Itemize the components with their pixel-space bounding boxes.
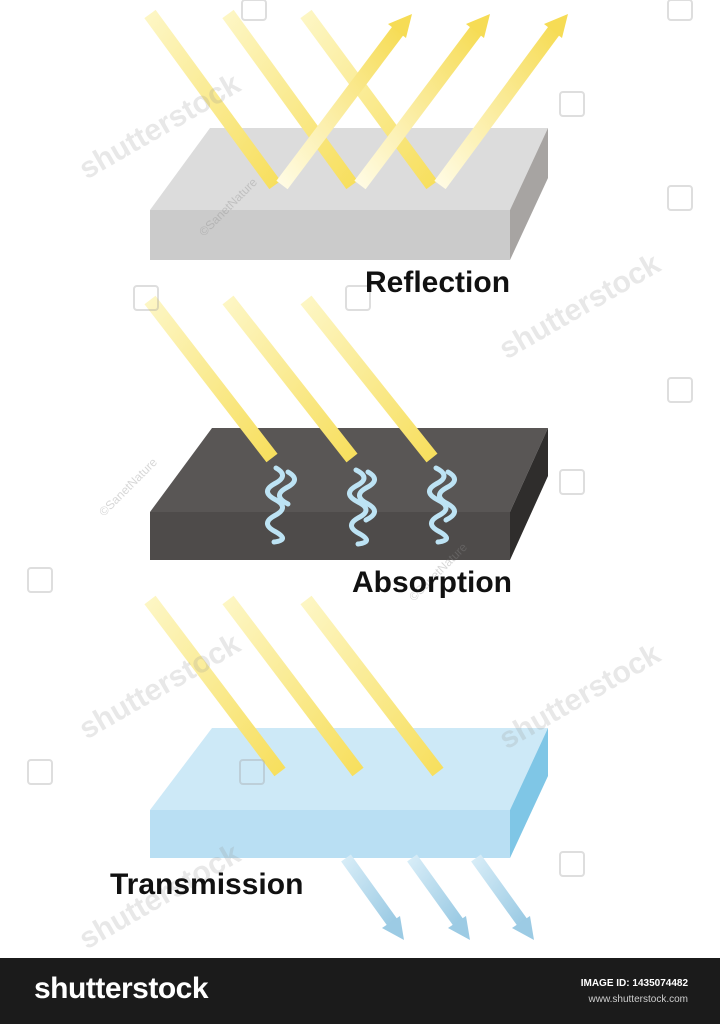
transmission-group bbox=[144, 595, 548, 940]
arrow-head bbox=[512, 916, 534, 940]
reflected-rays bbox=[276, 14, 568, 190]
footer-bar: shutterstock IMAGE ID: 1435074482 www.sh… bbox=[0, 958, 720, 1024]
watermark-square bbox=[559, 851, 585, 877]
light-interaction-diagram bbox=[27, 0, 693, 940]
heat-wave-icon bbox=[265, 465, 285, 545]
reflection-label: Reflection bbox=[365, 266, 511, 299]
incident-ray bbox=[222, 9, 358, 190]
absorption-group bbox=[144, 295, 548, 560]
transmitted-ray bbox=[407, 854, 463, 926]
reflective-slab-front bbox=[150, 210, 510, 260]
incident-ray bbox=[300, 595, 444, 777]
watermark-square bbox=[133, 285, 159, 311]
incident-ray bbox=[300, 295, 438, 463]
heat-wave-icon bbox=[357, 469, 377, 523]
absorbing-slab-front bbox=[150, 512, 510, 560]
heat-wave-icon bbox=[427, 465, 449, 545]
arrow-head bbox=[544, 14, 568, 38]
heat-wave-icon bbox=[437, 469, 457, 523]
reflection-group bbox=[144, 9, 568, 260]
reflected-ray bbox=[276, 23, 406, 190]
incident-ray bbox=[222, 595, 364, 777]
arrow-head bbox=[466, 14, 490, 38]
incident-ray bbox=[300, 9, 438, 190]
transparent-slab-side bbox=[510, 728, 548, 858]
heat-wave-icon bbox=[277, 469, 297, 507]
site-url: www.shutterstock.com bbox=[588, 994, 688, 1005]
reflected-ray bbox=[434, 23, 562, 190]
incident-rays bbox=[144, 9, 438, 190]
arrow-head bbox=[388, 14, 412, 38]
watermark-square bbox=[27, 567, 53, 593]
arrow-head bbox=[448, 916, 470, 940]
heat-waves bbox=[265, 465, 457, 547]
transmitted-rays bbox=[341, 854, 534, 940]
watermark-square bbox=[345, 285, 371, 311]
reflected-ray bbox=[354, 23, 484, 190]
absorbing-slab-top bbox=[150, 428, 548, 512]
incident-ray bbox=[144, 9, 281, 190]
footer-brand-logo: shutterstock bbox=[34, 972, 209, 1005]
absorption-label: Absorption bbox=[352, 566, 512, 599]
transmission-label: Transmission bbox=[110, 868, 304, 901]
watermark-square bbox=[559, 91, 585, 117]
watermark-square bbox=[241, 0, 267, 21]
watermark-square bbox=[27, 759, 53, 785]
transmitted-ray bbox=[471, 854, 527, 926]
arrow-head bbox=[382, 916, 404, 940]
watermark-square bbox=[559, 469, 585, 495]
incident-rays bbox=[144, 595, 444, 777]
incident-rays bbox=[144, 295, 438, 463]
transmitted-ray bbox=[341, 854, 397, 926]
watermark-square bbox=[667, 0, 693, 21]
watermark-square bbox=[667, 377, 693, 403]
incident-ray bbox=[144, 295, 278, 463]
watermark-square bbox=[667, 185, 693, 211]
heat-wave-icon bbox=[347, 467, 369, 547]
watermark-square bbox=[239, 759, 265, 785]
reflective-slab-side bbox=[510, 128, 548, 260]
transparent-slab-front bbox=[150, 810, 510, 858]
incident-ray bbox=[144, 595, 286, 777]
absorbing-slab-side bbox=[510, 428, 548, 560]
watermark-squares bbox=[27, 0, 693, 877]
incident-ray bbox=[222, 295, 358, 463]
image-id: IMAGE ID: 1435074482 bbox=[580, 978, 688, 989]
